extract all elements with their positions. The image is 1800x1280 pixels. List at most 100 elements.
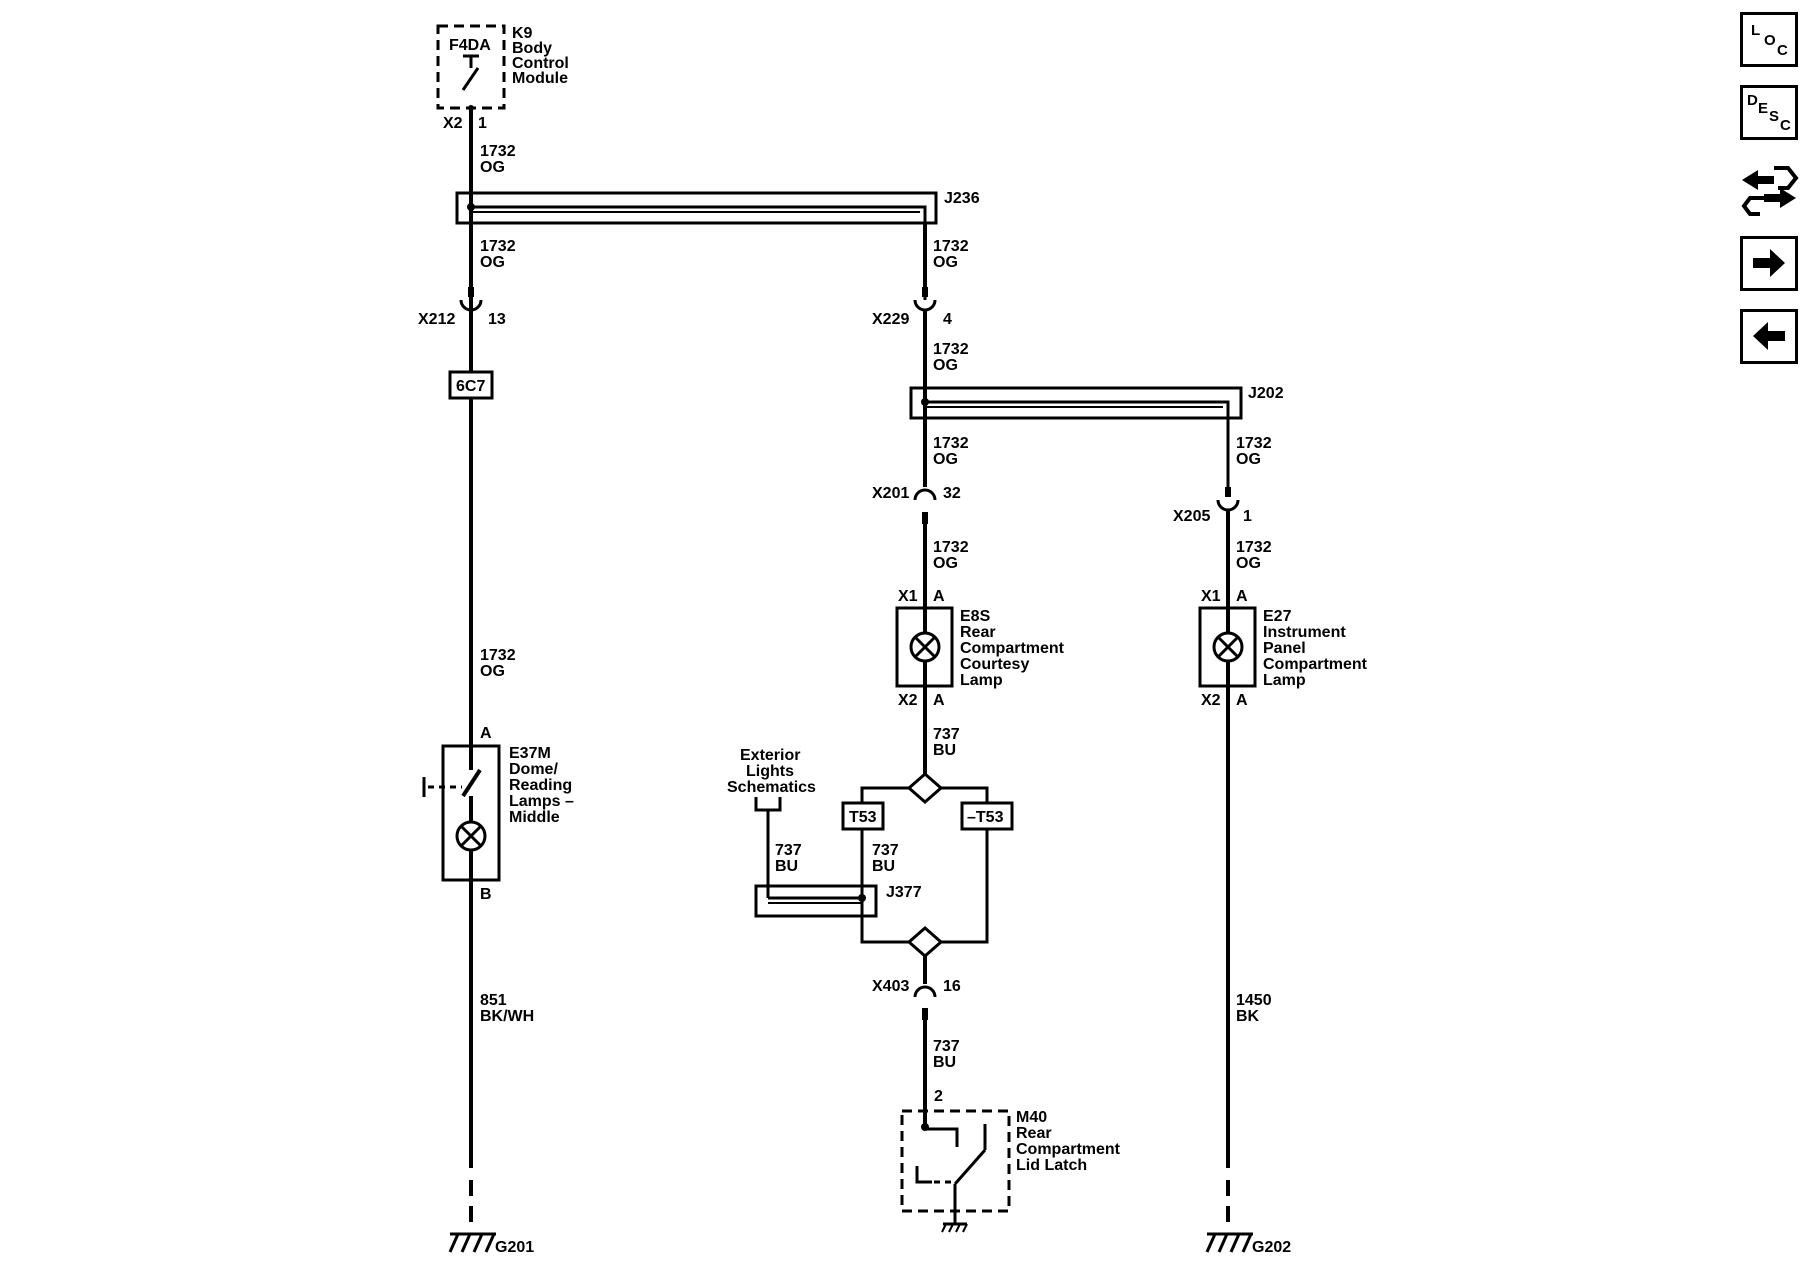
wire-circuit: 737 [933,726,960,743]
module-name-line: K9 [512,25,533,42]
lamp-pin: A [1236,692,1248,709]
lamp-name-line: Dome/ [509,761,558,778]
wire-circuit: 1732 [1236,435,1272,452]
wire-circuit: 1732 [480,647,516,664]
latch-name-line: Rear [1016,1125,1052,1142]
wire-color: OG [933,555,958,572]
body-control-module: F4DA K9 Body Control Module X2 1 [436,24,569,132]
loc-letter: L [1751,22,1760,39]
connector-pin: 1 [1243,508,1252,525]
wire-circuit: 737 [775,842,802,859]
lamp-name-line: E37M [509,745,551,762]
wire-circuit: 1732 [933,341,969,358]
option-box-not-t53: –T53 [960,801,1014,831]
connector-swap-button[interactable] [1738,158,1800,218]
ground-label: G201 [495,1239,534,1256]
rear-compartment-lid-latch: 2 M40 Rear Compartment Lid Latch [900,1088,1121,1233]
option-label: 6C7 [456,378,485,395]
splice-j202: J202 [909,385,1284,487]
arrow-left-icon [1753,322,1785,350]
lamp-connector: X2 [898,692,918,709]
wire-circuit: 1732 [933,539,969,556]
desc-letter: E [1758,100,1768,117]
connector-pin: 32 [943,485,961,502]
lamp-name-line: Lamps – [509,793,574,810]
ground-label: G202 [1252,1239,1291,1256]
location-button[interactable]: L O C [1740,12,1798,67]
lamp-name-line: Lamp [960,672,1003,689]
lamp-pin: A [480,725,492,742]
wire-circuit: 1732 [933,435,969,452]
dome-reading-lamp: A B E37M Dome/ Reading Lamps – Middle [422,725,574,903]
splice-j236: J236 [455,190,980,300]
lamp-pin: B [480,886,492,903]
lamp-name-line: Middle [509,809,560,826]
module-pin-label: 1 [478,115,487,132]
desc-letter: C [1780,117,1791,134]
lamp-pin: A [933,588,945,605]
option-box-t53: T53 [841,801,885,831]
connector-x201: X201 32 [872,485,961,524]
wire-circuit: 1732 [480,238,516,255]
connector-label: X205 [1173,508,1210,525]
connector-label: X212 [418,311,455,328]
wire-color: BU [872,858,895,875]
desc-letter: D [1747,92,1758,109]
description-button[interactable]: D E S C [1740,85,1798,140]
lamp-name-line: Lamp [1263,672,1306,689]
module-name-line: Control [512,55,569,72]
wire-color: BU [933,742,956,759]
loc-letter: O [1764,32,1776,49]
wire-color: BK/WH [480,1008,534,1025]
wire-color: OG [933,357,958,374]
wire-circuit: 1732 [480,143,516,160]
reference-line: Exterior [740,747,800,764]
option-label: –T53 [967,809,1004,826]
loc-icon: L O C [1751,22,1788,59]
wire-circuit: 737 [872,842,899,859]
next-button[interactable] [1740,236,1798,291]
option-branch [860,772,989,958]
lamp-pin: A [1236,588,1248,605]
splice-label: J236 [944,190,980,207]
splice-label: J377 [886,884,922,901]
lamp-name-line: Panel [1263,640,1306,657]
lamp-name-line: Reading [509,777,572,794]
wire-circuit: 1732 [1236,539,1272,556]
arrow-right-icon [1753,249,1785,277]
lamp-name-line: E27 [1263,608,1292,625]
latch-pin: 2 [934,1088,943,1105]
fuse-label: F4DA [449,37,491,54]
desc-letter: S [1769,108,1779,125]
wire-circuit: 1732 [933,238,969,255]
wire-color: OG [1236,555,1261,572]
option-label: T53 [849,809,877,826]
wire-color: BU [775,858,798,875]
ground-g202: G202 [1205,1232,1291,1256]
desc-icon: D E S C [1747,92,1791,134]
wire-color: BK [1236,1008,1260,1025]
connector-label: X229 [872,311,909,328]
connector-label: X201 [872,485,909,502]
wire-color: OG [1236,451,1261,468]
wire-color: OG [480,254,505,271]
option-box-6c7: 6C7 [448,370,494,400]
previous-button[interactable] [1740,309,1798,364]
instrument-panel-compartment-lamp: X1 A X2 A E27 Instrument Panel Compartme… [1198,588,1368,709]
lamp-name-line: Rear [960,624,996,641]
reference-line: Schematics [727,779,816,796]
latch-name-line: Compartment [1016,1141,1121,1158]
wire-color: OG [480,159,505,176]
connector-x205: X205 1 [1173,487,1252,525]
module-connector-label: X2 [443,115,463,132]
reference-line: Lights [746,763,794,780]
ground-g201: G201 [448,1232,534,1256]
lamp-connector: X1 [1201,588,1221,605]
connector-pin: 4 [943,311,952,328]
wire-circuit: 737 [933,1038,960,1055]
loc-letter: C [1777,42,1788,59]
lamp-name-line: E8S [960,608,991,625]
connector-x403: X403 16 [872,978,961,1020]
wire-circuit: 1450 [1236,992,1272,1009]
